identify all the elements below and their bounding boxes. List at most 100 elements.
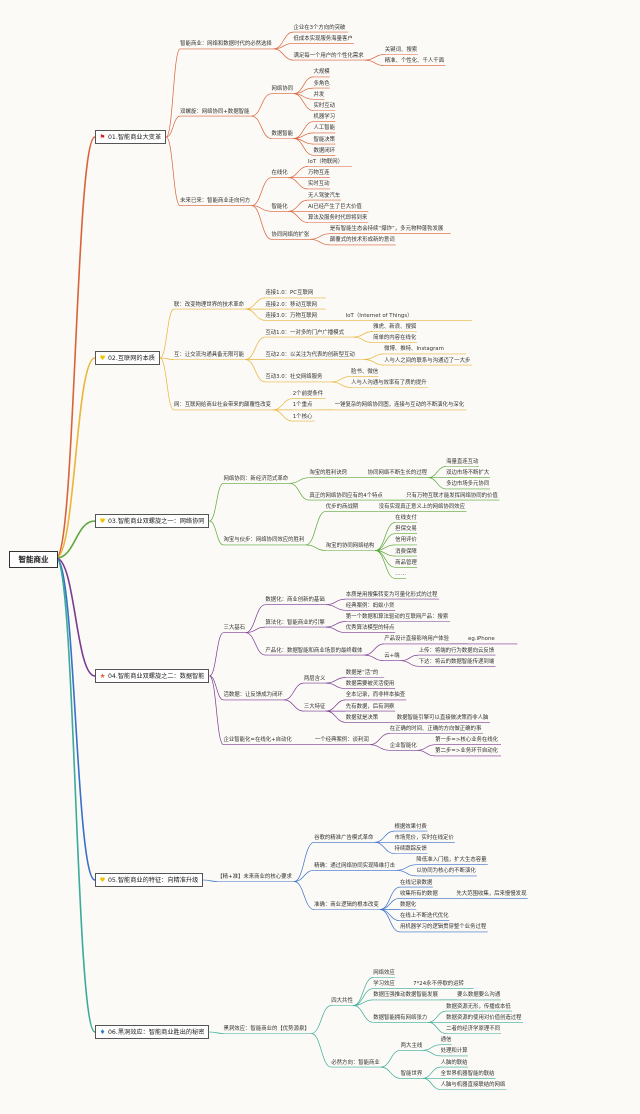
map-node[interactable]: 双边市场不断扩大	[446, 470, 490, 477]
map-node[interactable]: 数据就是决策	[345, 714, 379, 721]
topic-1[interactable]: ⚑01.智能商业大变革	[95, 130, 167, 144]
map-node[interactable]: 多角色	[313, 80, 330, 87]
map-node[interactable]: 学习效应	[373, 981, 395, 988]
map-node[interactable]: 只有万物互联才能发挥网络协同的价值	[406, 492, 498, 499]
map-node[interactable]: 企业智能化=在线化+自动化	[223, 737, 292, 744]
map-node[interactable]: 实时互动	[313, 103, 336, 109]
map-node[interactable]: 数据化：商业创新的基础	[265, 597, 325, 604]
map-node[interactable]: 降低准入门槛，扩大生态容量	[416, 857, 487, 864]
map-node[interactable]: 谷歌的精准广告模式革命	[314, 834, 374, 841]
map-node[interactable]: 第二步=>业务环节自动化	[435, 748, 499, 755]
map-node[interactable]: 网：互联网给商业社会带来的颠覆性改变	[173, 402, 272, 409]
map-node[interactable]: 第一步=>核心业务在线化	[435, 737, 499, 744]
map-node[interactable]: 数据压强推动数据智能发展	[373, 992, 438, 999]
map-node[interactable]: eg.iPhone	[468, 636, 495, 643]
map-node[interactable]: 数据需要被灵活使用	[345, 681, 395, 688]
map-node[interactable]: 互动3.0：社交网络服务	[265, 374, 323, 381]
map-node[interactable]: 满足每一个用户的个性化需求	[293, 52, 364, 59]
map-node[interactable]: 产品化：数据智能和商业场景的最终载体	[265, 647, 363, 654]
map-node[interactable]: 智能世界	[400, 1070, 423, 1077]
map-node[interactable]: 数据化	[399, 902, 417, 908]
topic-4[interactable]: ★04.智能商业双螺旋之二：数据智能	[95, 669, 210, 683]
topic-2[interactable]: ♥02.互联网的本质	[95, 351, 160, 365]
map-node[interactable]: 担保交易	[395, 526, 417, 533]
map-node[interactable]: 联：改变物理世界的技术革命	[173, 301, 245, 308]
map-node[interactable]: 人脑的联结	[440, 1059, 468, 1066]
map-node[interactable]: 连接1.0：PC互联网	[265, 290, 314, 297]
map-node[interactable]: 微博、推特、Instagram	[384, 346, 444, 353]
map-node[interactable]: 未来已来：智能商业走向何方	[180, 198, 251, 205]
map-node[interactable]: 连接2.0：移动互联网	[265, 301, 318, 308]
map-node[interactable]: 先大范围收集，后来慢慢发现	[456, 890, 527, 897]
map-node[interactable]: 是有智能生态会持续“爆炸”，多元物种蓬勃发展	[329, 226, 444, 233]
map-node[interactable]: 【精+准】未来商业的核心要求	[217, 874, 292, 880]
map-node[interactable]: 智能化	[271, 203, 288, 210]
map-node[interactable]: 以协同为核心的不断演化	[416, 868, 476, 875]
map-node[interactable]: 1个重点	[292, 402, 313, 409]
map-node[interactable]: 要么数据要么沟通	[457, 992, 501, 999]
map-node[interactable]: ……	[395, 571, 406, 577]
map-node[interactable]: 全本记录，而非样本抽查	[345, 692, 406, 699]
map-node[interactable]: 网络协同：新经济范式革命	[223, 475, 289, 482]
map-node[interactable]: 准确：商业逻辑的根本改变	[314, 902, 379, 908]
map-node[interactable]: IoT（Internet of Things）	[345, 312, 413, 319]
map-node[interactable]: 智能决策	[313, 136, 336, 143]
map-node[interactable]: 企业智能化	[389, 742, 417, 749]
map-node[interactable]: 数据是“活”的	[345, 670, 379, 676]
map-node[interactable]: 四大共性	[331, 998, 353, 1004]
map-node[interactable]: 没有实现真正意义上的网络协同效应	[378, 503, 465, 510]
map-node[interactable]: 机器学习	[313, 114, 336, 121]
map-node[interactable]: 两层含义	[303, 675, 326, 682]
map-node[interactable]: 互动2.0：以关注为代表的创新型互动	[265, 352, 355, 358]
map-node[interactable]: 优步的商战期	[325, 503, 359, 510]
map-node[interactable]: 市场竞价，实时在线定价	[394, 834, 454, 841]
map-node[interactable]: 优秀算法模型的特点	[345, 625, 395, 632]
map-node[interactable]: 2个前提条件	[292, 391, 324, 398]
map-node[interactable]: 上传：将端的行为数据向云反馈	[418, 647, 495, 654]
map-node[interactable]: 两大主线	[400, 1042, 423, 1049]
map-node[interactable]: 先有数据，后有洞察	[345, 703, 395, 710]
map-node[interactable]: 海量直连互动	[446, 459, 479, 465]
map-node[interactable]: 颠覆式的技术形成新的意词	[329, 237, 395, 244]
topic-6[interactable]: ♦06.黑洞效应：智能商业胜出的秘密	[95, 1025, 210, 1039]
map-node[interactable]: 数据资源的使用对价值创造过程	[446, 1014, 522, 1021]
root-node[interactable]: 智能商业	[9, 551, 58, 568]
map-node[interactable]: 云+端	[384, 653, 400, 660]
map-node[interactable]: 互：让交流沟通具备无限可能	[173, 352, 245, 358]
map-node[interactable]: 实时互动	[307, 181, 330, 188]
map-node[interactable]: 人工智能	[313, 125, 336, 132]
map-node[interactable]: 消费保障	[395, 548, 417, 555]
map-node[interactable]: 信用评价	[395, 537, 417, 544]
map-node[interactable]: 数据资源无形，传播成本低	[446, 1003, 511, 1010]
map-node[interactable]: 雅虎、新浪、搜狐	[373, 324, 417, 330]
topic-3[interactable]: ♥03.智能商业双螺旋之一：网络协同	[95, 514, 210, 528]
map-node[interactable]: 算法化：智能商业的引擎	[265, 619, 325, 626]
map-node[interactable]: 淘宝与伙步：网络协同效应的胜利	[223, 537, 305, 544]
map-node[interactable]: 数据智能	[271, 131, 294, 137]
map-node[interactable]: 双螺旋：网络协同+数据智能	[180, 108, 250, 115]
map-node[interactable]: 企业在3个方向的突破	[293, 24, 346, 31]
map-node[interactable]: IoT（物联网）	[307, 159, 344, 165]
map-node[interactable]: 1个核心	[292, 413, 313, 420]
map-node[interactable]: 数据智能拥有网络张力	[373, 1014, 428, 1021]
map-node[interactable]: 活数据：让反馈成为闭环	[223, 692, 283, 699]
map-node[interactable]: 二者的经济学原理不同	[446, 1026, 501, 1032]
map-node[interactable]: AI已经产生了巨大价值	[307, 203, 362, 210]
map-node[interactable]: 连接3.0：万物互联网	[265, 312, 318, 319]
map-node[interactable]: 算法及服务时代即将到来	[307, 215, 368, 221]
map-node[interactable]: 必然方向：智能商业	[331, 1059, 380, 1066]
map-node[interactable]: 收集所有的数据	[399, 890, 438, 897]
map-node[interactable]: 万物互连	[307, 170, 330, 177]
map-node[interactable]: 处理和计算	[440, 1048, 468, 1055]
map-node[interactable]: 淘宝的胜利诀窍	[309, 470, 348, 477]
map-node[interactable]: 通信	[440, 1037, 452, 1044]
map-node[interactable]: 一锤复杂的网络协同图，连接与互动的不断演化与深化	[334, 402, 465, 409]
map-node[interactable]: 互动1.0：一对多的门户广播模式	[265, 329, 344, 336]
map-node[interactable]: 低成本实现服务海量客户	[293, 35, 353, 42]
map-node[interactable]: 智能商业：网络和数据时代的必然选择	[180, 41, 272, 48]
map-node[interactable]: 协同网络的扩张	[271, 231, 310, 238]
map-node[interactable]: 数据智能引擎可以直接做决策而非人脑	[396, 714, 489, 721]
map-node[interactable]: 人脑与机器直接联结的网络	[440, 1082, 506, 1088]
map-node[interactable]: 一个经典案例：谈利润	[314, 737, 369, 744]
map-node[interactable]: 全世界机器智能的联结	[440, 1070, 495, 1077]
